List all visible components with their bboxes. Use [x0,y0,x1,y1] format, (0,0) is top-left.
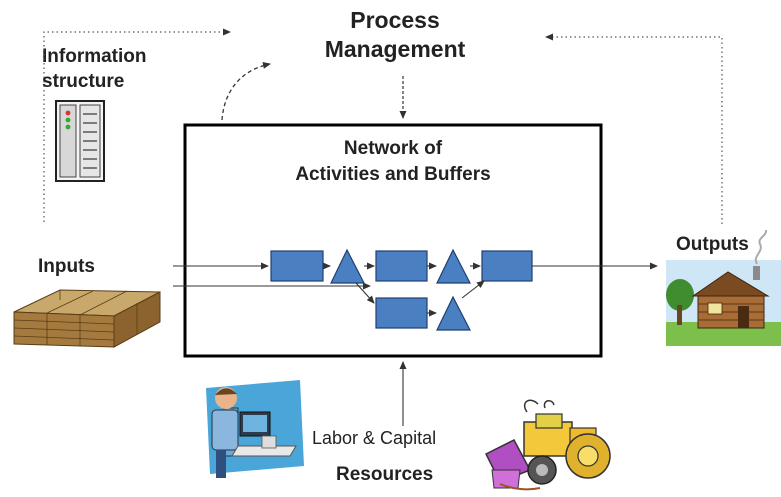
buffer-1 [330,248,365,284]
flow-b3-a3 [461,280,485,299]
flow-b1-a4 [355,282,375,304]
server-icon [55,100,105,182]
activity-1 [270,250,324,282]
labor-capital-label: Labor & Capital [312,428,437,448]
network-label: Network of Activities and Buffers [185,136,601,188]
buffer-2 [436,248,471,284]
info-to-management-connector [43,28,231,222]
log-cabin-icon [666,229,781,346]
worker-at-computer-icon [206,380,304,478]
lumber-stack-icon [13,289,161,348]
title-line-2: Management [324,36,466,62]
activity-3 [481,250,533,282]
diagram-title: Process Management [290,6,500,64]
activity-2 [375,250,428,282]
title-line-1: Process [350,7,440,33]
network-to-management-curved-connector [221,61,271,121]
bulldozer-icon [484,399,611,491]
resources-label: Resources [336,464,434,485]
information-label-line-1: Information [42,46,147,67]
buffer-3 [436,295,471,331]
network-label-line-1: Network of [343,138,443,159]
activity-4 [375,297,428,329]
network-label-line-2: Activities and Buffers [295,164,491,185]
information-label-line-2: structure [42,71,125,92]
inputs-label: Inputs [38,256,95,277]
information-structure-label: Information structure [42,44,147,94]
outputs-label: Outputs [676,234,749,255]
